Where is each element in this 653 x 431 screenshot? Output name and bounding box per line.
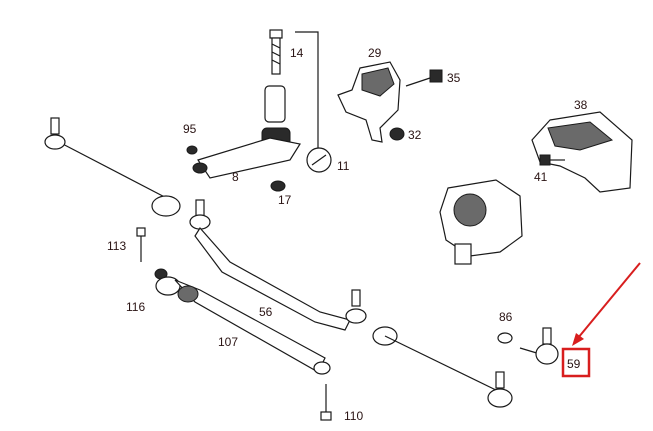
part-86-nut bbox=[497, 332, 513, 344]
label-32: 32 bbox=[408, 128, 422, 142]
part-11-wrench-icon bbox=[306, 147, 332, 173]
part-95-nut bbox=[186, 145, 198, 155]
part-107-steering-damper bbox=[155, 276, 331, 375]
label-35: 35 bbox=[447, 71, 461, 85]
label-41: 41 bbox=[534, 170, 548, 184]
label-113: 113 bbox=[107, 239, 126, 253]
part-35-screw bbox=[405, 69, 443, 87]
label-110: 110 bbox=[344, 409, 363, 423]
part-14-bolt bbox=[269, 29, 283, 75]
tie-rod-lower-right bbox=[372, 326, 513, 408]
label-59: 59 bbox=[567, 357, 581, 371]
label-95: 95 bbox=[183, 122, 197, 136]
label-86: 86 bbox=[499, 310, 513, 324]
label-29: 29 bbox=[368, 46, 382, 60]
label-17: 17 bbox=[278, 193, 292, 207]
pointer-arrow bbox=[572, 262, 641, 346]
part-38-bracket bbox=[531, 111, 633, 193]
part-32-nut bbox=[389, 127, 405, 141]
tie-rod-upper-left bbox=[44, 117, 211, 230]
label-11: 11 bbox=[337, 159, 350, 173]
label-14: 14 bbox=[290, 46, 304, 60]
part-113-bolt bbox=[136, 227, 146, 262]
part-56-drag-link bbox=[194, 226, 367, 331]
label-116: 116 bbox=[126, 300, 145, 314]
steering-pump bbox=[439, 179, 523, 265]
label-56: 56 bbox=[259, 305, 273, 319]
part-17-nut bbox=[270, 180, 286, 192]
part-8-idler-arm bbox=[192, 85, 301, 179]
part-29-bracket bbox=[337, 61, 401, 143]
label-107: 107 bbox=[218, 335, 238, 349]
label-8: 8 bbox=[232, 170, 239, 184]
part-59-tie-rod-end bbox=[519, 327, 559, 365]
bracket-11-line bbox=[295, 31, 319, 152]
part-110-bolt bbox=[320, 384, 332, 421]
part-41-bolt bbox=[539, 154, 565, 166]
label-38: 38 bbox=[574, 98, 588, 112]
highlight-box-59 bbox=[561, 347, 591, 378]
